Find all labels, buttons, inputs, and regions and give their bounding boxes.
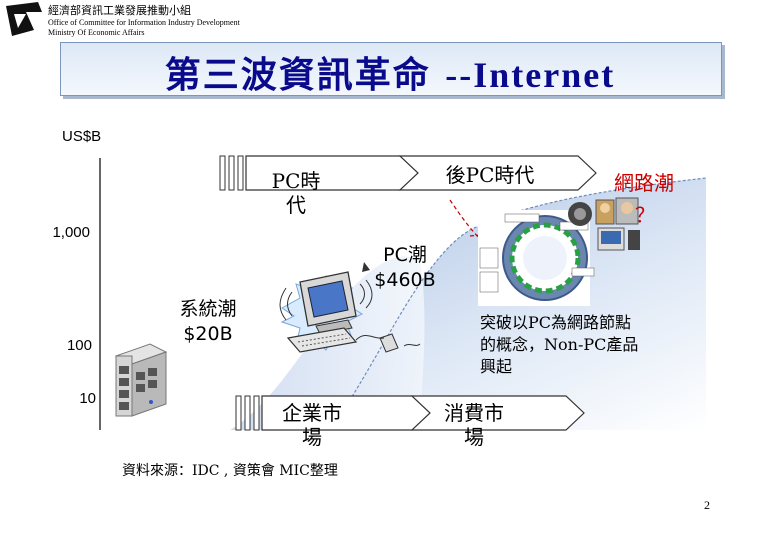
page-title: 第三波資訊革命 --Internet: [60, 46, 720, 98]
org-name-zh: 經濟部資訊工業發展推動小組: [48, 4, 191, 17]
network-cycle-graphic: [478, 210, 595, 306]
consumer-line1: 消費市: [444, 401, 504, 425]
slide-number: 2: [704, 498, 710, 512]
title-zh: 第三波資訊革命: [164, 54, 431, 96]
pc-era-arrow: [219, 155, 419, 191]
consumer-line2: 場: [464, 425, 484, 449]
pointer-mark: [403, 343, 421, 347]
network-wave-edge: [329, 177, 707, 431]
note-line1: 突破以PC為網路節點: [480, 313, 632, 332]
note-line3: 興起: [480, 357, 513, 376]
enterprise-market-label: 企業市 場: [272, 402, 352, 448]
note-line2: 的概念，Non-PC產品: [480, 335, 639, 354]
pc-era-line1: PC時: [271, 169, 321, 193]
post-pc-era-arrow: [398, 155, 597, 191]
y-axis-unit: US$B: [62, 128, 102, 145]
question-mark: ？: [635, 203, 655, 227]
y-tick-label: 1,000: [52, 224, 90, 241]
pc-wave-label: PC潮 $460B: [360, 244, 450, 291]
org-name-en: Office of Committee for Information Indu…: [48, 18, 240, 27]
enterprise-line2: 場: [302, 425, 322, 449]
network-devices-photos: [568, 197, 640, 251]
pc-era-label: PC時 代: [258, 170, 334, 216]
pc-era-line2: 代: [286, 193, 306, 217]
source-note: 資料來源：IDC , 資策會 MIC整理: [122, 463, 338, 479]
ministry-name: Ministry Of Economic Affairs: [48, 28, 145, 37]
pc-computer-icon: [279, 262, 399, 353]
pc-wave-line1: PC潮: [383, 244, 427, 266]
post-pc-era-label: 後PC時代: [445, 163, 535, 187]
pc-wave-value: $460B: [374, 269, 436, 291]
network-wave-label: 網路潮: [614, 171, 674, 195]
y-tick-label: 10: [79, 390, 96, 407]
system-wave-line1: 系統潮: [179, 298, 237, 320]
title-banner: [60, 42, 722, 96]
non-pc-note: 突破以PC為網路節點 的概念，Non-PC產品 興起: [480, 312, 638, 378]
enterprise-line1: 企業市: [282, 401, 342, 425]
consumer-market-label: 消費市 場: [426, 402, 522, 448]
system-wave-label: 系統潮 $20B: [166, 298, 250, 345]
consumer-market-arrow: [410, 395, 585, 431]
title-en: --Internet: [445, 55, 616, 95]
logo-icon: [6, 2, 42, 36]
system-wave-value: $20B: [183, 323, 233, 345]
server-icon: [114, 343, 168, 417]
y-tick-label: 100: [66, 337, 92, 354]
